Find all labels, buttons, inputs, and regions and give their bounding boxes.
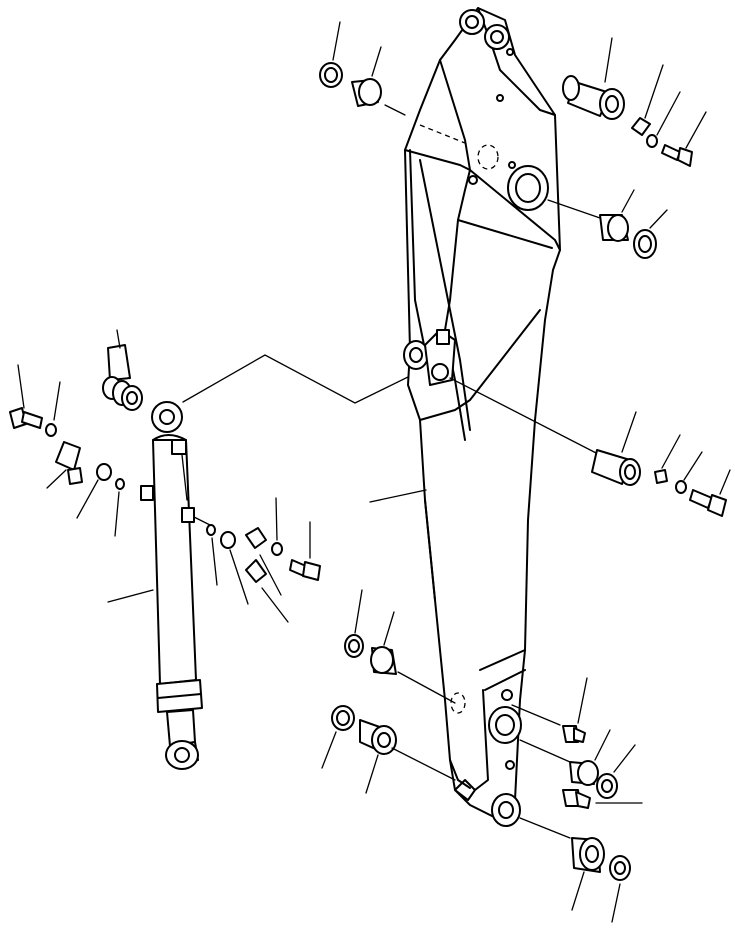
bucket-cylinder <box>107 354 409 770</box>
lower-left-seal-group <box>321 589 456 794</box>
lower-right-fitting-group <box>511 677 643 923</box>
mid-right-bushing-group <box>547 189 668 259</box>
cylinder-head-shim-group <box>102 329 143 411</box>
arm-body <box>403 7 561 827</box>
upper-left-seal-group <box>319 21 406 116</box>
upper-pin-group <box>562 37 707 167</box>
cylinder-head-bolt-group <box>9 364 125 537</box>
arm-leader-line <box>369 489 427 503</box>
cylinder-head-pin-group <box>449 377 731 517</box>
cylinder-pin-retainer-group <box>206 497 321 623</box>
